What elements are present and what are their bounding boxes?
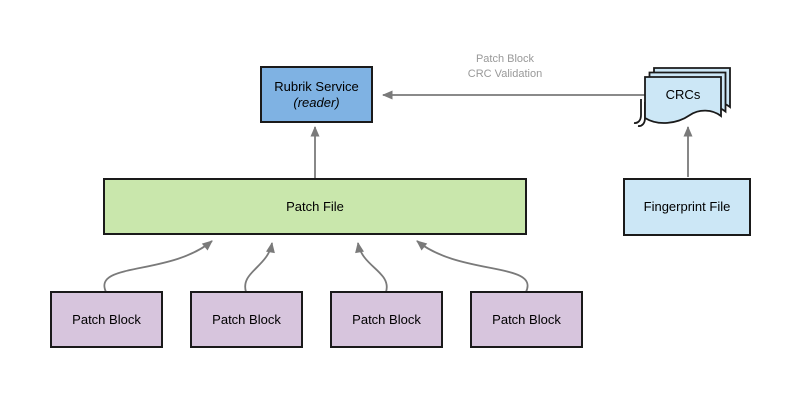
patch-block-label: Patch Block xyxy=(212,311,281,327)
edge-label-line2: CRC Validation xyxy=(467,68,543,80)
arrow-patchblock1-to-patchfile xyxy=(103,240,213,293)
edge-label-crc-validation: Patch Block CRC Validation xyxy=(425,52,585,82)
arrow-patchblock2-to-patchfile xyxy=(244,242,275,293)
arrow-patchblock4-to-patchfile xyxy=(416,240,529,293)
rubrik-service-subtitle: (reader) xyxy=(293,94,340,110)
patch-block-label: Patch Block xyxy=(352,311,421,327)
patch-block-node-4[interactable]: Patch Block xyxy=(470,291,583,348)
fingerprint-file-node[interactable]: Fingerprint File xyxy=(623,178,751,236)
arrow-patchblock3-to-patchfile xyxy=(355,242,388,293)
patch-block-label: Patch Block xyxy=(492,311,561,327)
rubrik-service-node[interactable]: Rubrik Service (reader) xyxy=(260,66,373,123)
crcs-document-shape[interactable] xyxy=(633,67,731,127)
patch-block-label: Patch Block xyxy=(72,311,141,327)
patch-block-node-2[interactable]: Patch Block xyxy=(190,291,303,348)
patch-file-label: Patch File xyxy=(286,198,344,214)
edge-label-line1: Patch Block xyxy=(475,53,535,65)
fingerprint-file-label: Fingerprint File xyxy=(643,199,731,215)
crcs-node-label: CRCs xyxy=(665,87,701,102)
patch-file-node[interactable]: Patch File xyxy=(103,178,527,235)
patch-block-node-1[interactable]: Patch Block xyxy=(50,291,163,348)
rubrik-service-title: Rubrik Service xyxy=(274,79,359,95)
crcs-doc-tail-back xyxy=(633,99,642,124)
crcs-doc-page-front xyxy=(644,76,722,124)
patch-block-node-3[interactable]: Patch Block xyxy=(330,291,443,348)
